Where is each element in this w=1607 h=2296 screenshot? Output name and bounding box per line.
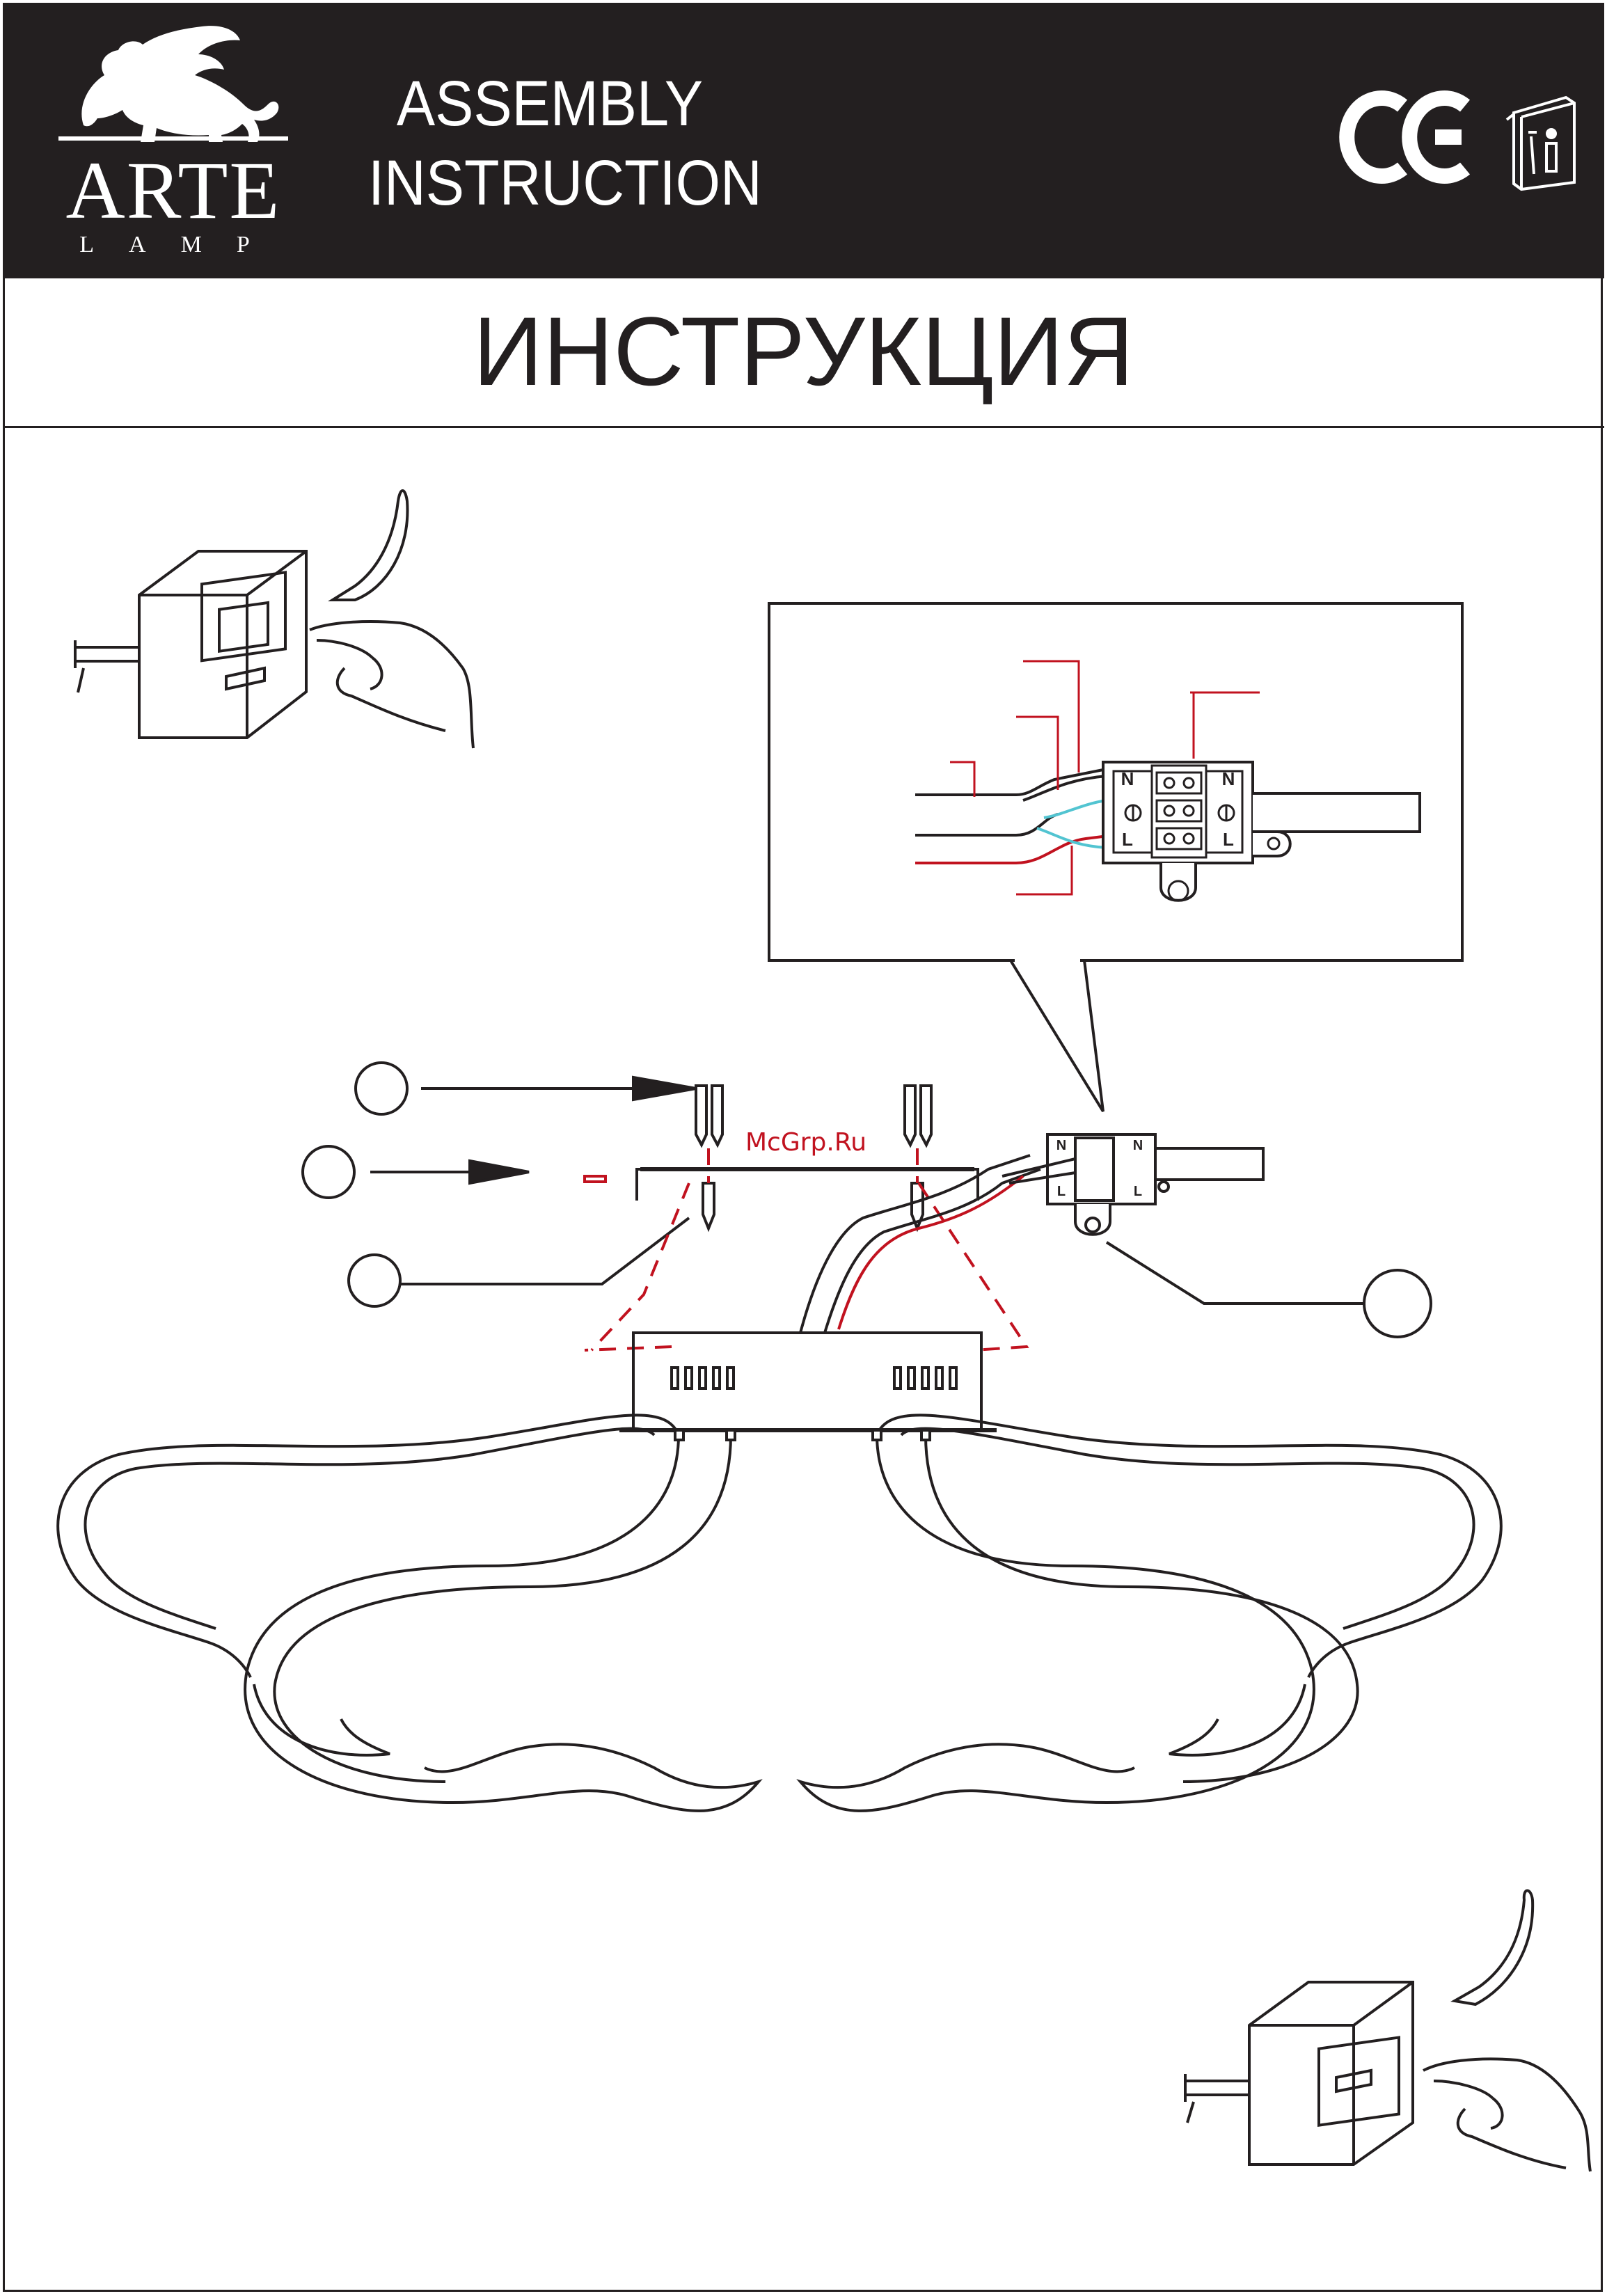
header-title-line1: ASSEMBLY bbox=[368, 64, 731, 143]
wall-switch-on-illustration bbox=[1185, 1891, 1590, 2172]
chandelier-arms bbox=[58, 1415, 1501, 1811]
header-title: ASSEMBLY INSTRUCTION bbox=[368, 64, 731, 223]
terminal-label-line: L bbox=[1122, 829, 1133, 850]
terminal-label-line: L bbox=[1223, 829, 1234, 850]
callout-circle-1 bbox=[356, 1063, 407, 1114]
callout-circle-4 bbox=[1364, 1270, 1431, 1337]
terminal-label-line: L bbox=[1057, 1184, 1066, 1199]
terminal-label-neutral: N bbox=[1222, 768, 1235, 789]
header-title-line2: INSTRUCTION bbox=[368, 143, 731, 223]
brand-subtitle: LAMP bbox=[58, 233, 288, 257]
brand-name: ARTE bbox=[58, 150, 288, 232]
wiring-detail-callout bbox=[769, 603, 1462, 1111]
instruction-manual-icon bbox=[1507, 97, 1574, 189]
terminal-label-neutral: N bbox=[1121, 768, 1134, 789]
callout-circle-3 bbox=[349, 1255, 400, 1306]
wall-switch-off-illustration bbox=[75, 491, 473, 748]
ce-mark-icon bbox=[1347, 98, 1465, 176]
mounting-bracket-assembly bbox=[303, 1063, 1431, 1430]
terminal-label-line: L bbox=[1134, 1184, 1142, 1199]
terminal-label-neutral: N bbox=[1133, 1138, 1143, 1153]
griffin-logo-icon bbox=[58, 26, 288, 142]
terminal-label-neutral: N bbox=[1056, 1138, 1066, 1153]
watermark-text: McGrp.Ru bbox=[736, 1129, 876, 1157]
page-title: ИНСТРУКЦИЯ bbox=[0, 299, 1607, 404]
callout-circle-2 bbox=[303, 1146, 354, 1198]
title-divider bbox=[3, 426, 1604, 428]
